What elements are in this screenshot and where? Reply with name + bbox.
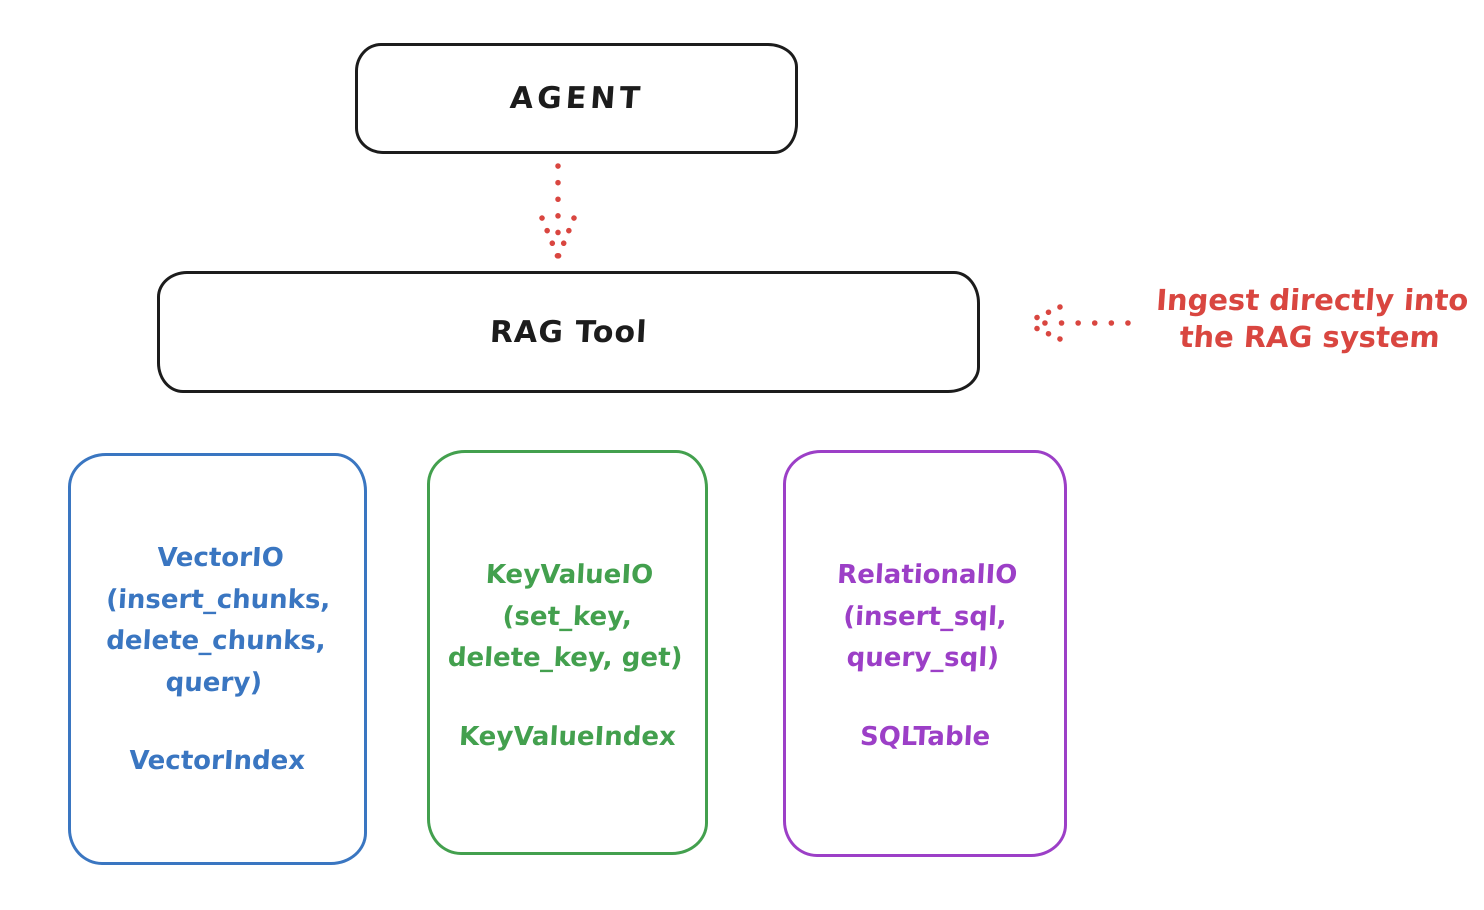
vector-io-box: VectorIO (insert_chunks, delete_chunks, … [68,453,367,865]
rag-tool-box: RAG Tool [157,271,980,393]
vector-io-title: VectorIO (insert_chunks, delete_chunks, … [105,543,332,698]
keyvalue-index-label: KeyValueIndex [458,721,677,752]
rag-tool-box-label: RAG Tool [488,314,649,350]
agent-box: AGENT [355,43,798,154]
keyvalue-io-title: KeyValueIO (set_key, delete_key, get) [447,560,684,674]
vector-index-label: VectorIndex [128,746,307,777]
ingest-into-rag-arrow [1023,304,1131,342]
agent-to-rag-tool-arrow [539,163,577,259]
relational-io-box: RelationalIO (insert_sql, query_sql) SQL… [783,450,1067,857]
keyvalue-io-box: KeyValueIO (set_key, delete_key, get) Ke… [427,450,708,855]
ingest-annotation-text: Ingest directly into the RAG system [1155,283,1470,355]
sqltable-label: SQLTable [859,721,991,752]
relational-io-title: RelationalIO (insert_sql, query_sql) [836,560,1019,674]
agent-box-label: AGENT [508,81,645,116]
